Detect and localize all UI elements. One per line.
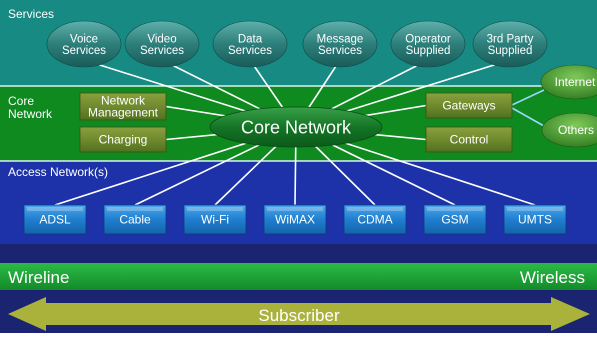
core-function-box: Charging	[79, 126, 167, 153]
access-tech-label: CDMA	[357, 213, 392, 227]
core-function-label: Gateways	[442, 99, 495, 113]
wireline-wireless-band	[0, 263, 597, 290]
internet-cloud: Internet	[540, 64, 597, 100]
core-function-label: Charging	[99, 133, 148, 147]
access-tech-box: Cable	[103, 204, 167, 235]
core-network-hub: Core Network	[209, 106, 383, 148]
access-tech-box: ADSL	[23, 204, 87, 235]
access-tech-label: Wi-Fi	[201, 213, 229, 227]
access-tech-box: CDMA	[343, 204, 407, 235]
external-network-label: Others	[558, 123, 594, 137]
wireline-label: Wireline	[8, 268, 69, 287]
core-function-box: Gateways	[425, 92, 513, 119]
access-tech-label: ADSL	[39, 213, 71, 227]
subscriber-arrow	[8, 297, 590, 331]
core-function-box: Control	[425, 126, 513, 153]
access-network-layer-label: Access Network(s)	[8, 165, 109, 179]
access-tech-box: WiMAX	[263, 204, 327, 235]
services-layer-label: Services	[8, 7, 55, 21]
subscriber-label: Subscriber	[258, 306, 340, 325]
access-tech-label: UMTS	[518, 213, 552, 227]
external-network-label: Internet	[555, 75, 596, 89]
wireless-label: Wireless	[520, 268, 585, 287]
others-cloud: Others	[541, 112, 597, 148]
access-tech-label: WiMAX	[275, 213, 315, 227]
access-tech-label: Cable	[119, 213, 151, 227]
access-tech-box: Wi-Fi	[183, 204, 247, 235]
access-tech-box: UMTS	[503, 204, 567, 235]
core-network-label: Core Network	[241, 117, 352, 137]
access-tech-label: GSM	[441, 213, 468, 227]
gateway-internet-link	[511, 89, 545, 106]
core-network-layer-label: Core Network	[8, 94, 53, 121]
access-tech-box: GSM	[423, 204, 487, 235]
gateway-others-link	[511, 107, 545, 127]
access-technologies: ADSL Cable Wi-Fi WiMAX CDMA GSM UMTS	[23, 204, 567, 235]
core-function-label: Control	[450, 133, 489, 147]
gap-strip	[0, 244, 597, 263]
